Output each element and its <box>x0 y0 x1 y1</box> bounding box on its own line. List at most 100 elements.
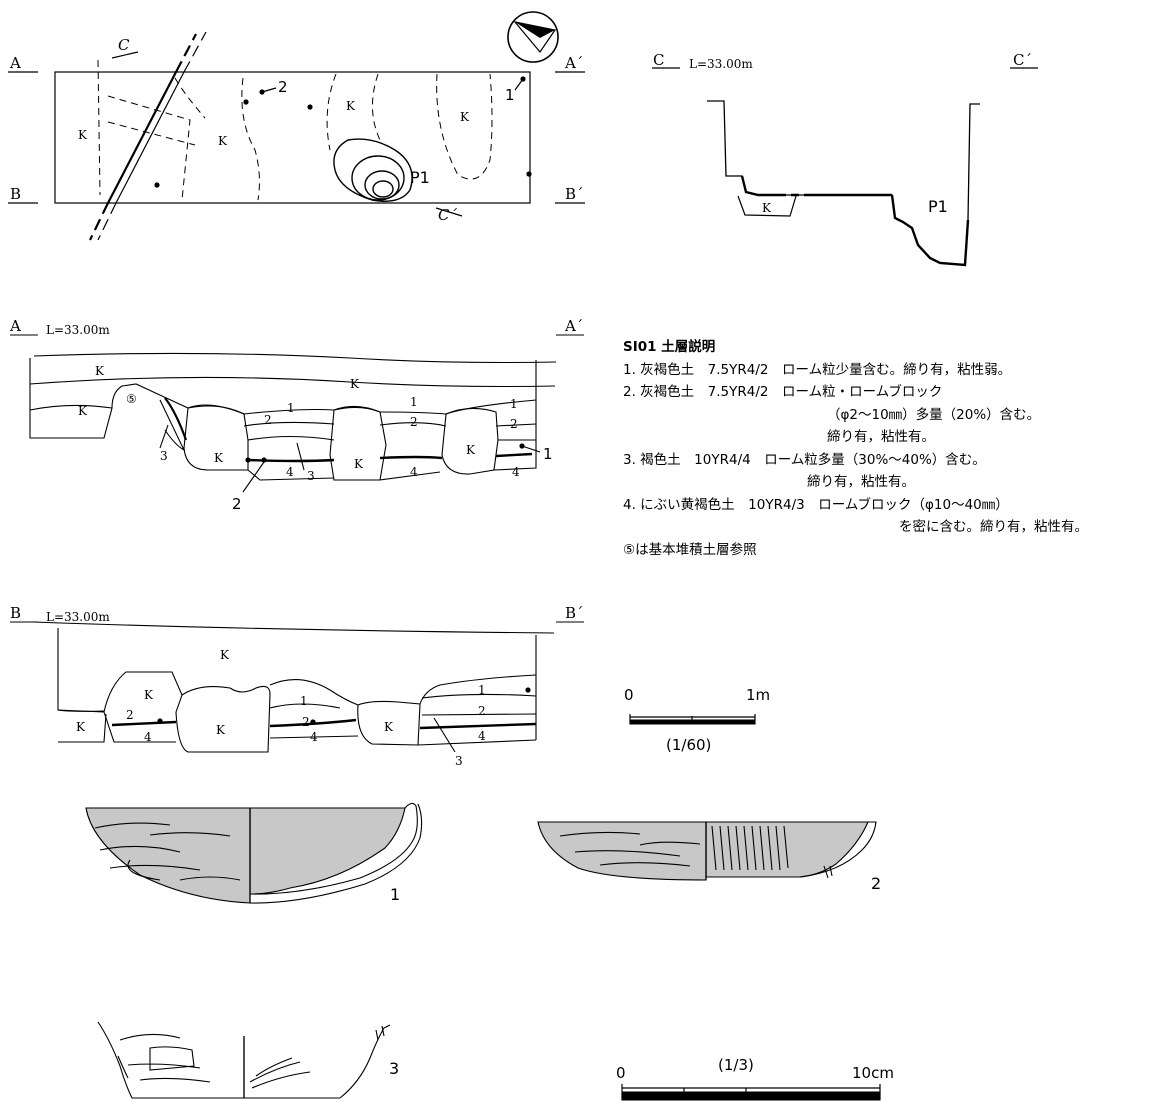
scale-bar-10cm <box>621 1084 881 1101</box>
section-b-layer-4b: 4 <box>310 730 318 744</box>
section-a-basic-layer: ⑤ <box>126 392 137 406</box>
scale-2-ratio: (1/3) <box>718 1056 754 1074</box>
legend-line-8: を密に含む。締り有，粘性有。 <box>899 519 1088 535</box>
plan-k-4: K <box>460 110 470 124</box>
plan-outline <box>54 71 531 204</box>
section-b-surface <box>33 621 555 634</box>
section-b-k-3: K <box>76 720 86 734</box>
section-a-find-2: 2 <box>232 495 242 513</box>
section-a-bold-boundary <box>247 452 533 463</box>
section-c-label-left: C <box>653 51 664 69</box>
plan-view <box>8 31 585 241</box>
section-b-layer-1a: 1 <box>300 694 308 708</box>
scale-1-max: 1m <box>746 686 770 704</box>
section-b-layer-1b: 1 <box>478 683 486 697</box>
plan-point-1-label: 1 <box>505 86 515 104</box>
plan-trench-ext-1 <box>175 33 197 73</box>
section-b-label-right: B´ <box>565 604 584 622</box>
section-c-profile <box>707 100 980 266</box>
section-a-k-5: K <box>354 457 364 471</box>
section-b-k-2: K <box>144 688 154 702</box>
legend-title: SI01 土層説明 <box>623 339 716 355</box>
plan-trench-line-2 <box>115 71 185 204</box>
section-b-finds <box>157 687 531 725</box>
section-a-k-3: K <box>78 404 88 418</box>
plan-trench-ext-2 <box>183 31 207 73</box>
plan-p1-label: P1 <box>410 168 430 187</box>
section-a-k-2: K <box>350 377 360 391</box>
section-a-k-4: K <box>214 451 224 465</box>
section-c-label-right: C´ <box>1013 51 1032 69</box>
section-a-layer-4c: 4 <box>512 465 520 479</box>
section-b-layer-2c: 2 <box>478 704 486 718</box>
section-a-k-6: K <box>466 443 476 457</box>
plan-label-b: B <box>10 185 21 203</box>
section-b-layer-4c: 4 <box>478 729 486 743</box>
section-b-k-1: K <box>220 648 230 662</box>
section-a-layer-1a: 1 <box>287 401 295 415</box>
plan-c-prime-line <box>435 207 463 217</box>
artifact-1-number: 1 <box>390 885 400 904</box>
legend-line-3: （φ2～10㎜）多量（20%）含む。 <box>827 406 1041 423</box>
artifact-1-drawing <box>85 802 423 904</box>
plan-label-b-prime: B´ <box>565 185 584 203</box>
section-c <box>652 67 1038 267</box>
section-b-layer-3: 3 <box>455 754 463 768</box>
plan-pit-p1 <box>333 138 413 202</box>
plan-dashed-features <box>97 59 493 201</box>
plan-trench-line-1 <box>107 71 177 204</box>
scale-2-zero: 0 <box>616 1064 626 1082</box>
section-b-bold-boundary <box>111 718 537 730</box>
section-c-k: K <box>762 201 772 215</box>
plan-trench-ext-3 <box>89 202 109 241</box>
plan-point-1-leader <box>514 78 524 91</box>
section-b-layer-4a: 4 <box>144 730 152 744</box>
section-b-elevation: L=33.00m <box>46 610 110 624</box>
north-arrow-icon <box>507 11 559 63</box>
soil-layer-legend: SI01 土層説明 1. 灰褐色土 7.5YR4/2 ローム粒少量含む。締り有，… <box>623 336 1153 561</box>
section-a-elevation: L=33.00m <box>46 323 110 337</box>
scale-1-ratio: (1/60) <box>666 736 711 754</box>
plan-c-line <box>111 51 139 59</box>
section-c-p1: P1 <box>928 197 948 216</box>
plan-label-c-prime: C´ <box>438 206 457 224</box>
artifact-3-number: 3 <box>389 1059 399 1078</box>
artifact-2-drawing <box>537 821 877 881</box>
section-a-layer-3a: 3 <box>160 449 168 463</box>
section-a-layer-2c: 2 <box>510 417 518 431</box>
plan-label-a: A <box>9 54 21 72</box>
section-a-label-right: A´ <box>564 317 583 335</box>
plan-label-c: C <box>118 36 130 54</box>
artifact-3-drawing <box>97 1021 391 1099</box>
section-b-k-5: K <box>384 720 394 734</box>
section-a-layer-4a: 4 <box>286 465 294 479</box>
legend-line-6: 締り有，粘性有。 <box>807 474 915 490</box>
plan-label-a-prime: A´ <box>564 54 583 72</box>
section-a-label-left: A <box>9 317 21 335</box>
section-a-k-1: K <box>95 364 105 378</box>
section-a-bold-edge <box>164 397 188 441</box>
legend-line-4: 締り有，粘性有。 <box>827 429 935 445</box>
plan-k-2: K <box>218 134 228 148</box>
scale-2-max: 10cm <box>852 1064 894 1082</box>
legend-line-2: 2. 灰褐色土 7.5YR4/2 ローム粒・ロームブロック <box>623 384 943 400</box>
section-a <box>10 334 584 493</box>
section-b <box>10 621 584 753</box>
plan-point-2-leader <box>261 87 277 93</box>
section-a-layer-2b: 2 <box>410 415 418 429</box>
section-a-layer-1b: 1 <box>410 395 418 409</box>
section-c-elevation: L=33.00m <box>689 57 753 71</box>
section-b-layer-2b: 2 <box>302 715 310 729</box>
plan-point-2-label: 2 <box>278 78 288 96</box>
legend-line-5: 3. 褐色土 10YR4/4 ローム粒多量（30%～40%）含む。 <box>623 451 986 468</box>
section-b-label-left: B <box>10 604 21 622</box>
section-b-k-4: K <box>216 723 226 737</box>
section-a-layer-4b: 4 <box>410 465 418 479</box>
section-a-finds <box>245 443 525 463</box>
section-a-layer-1c: 1 <box>510 397 518 411</box>
section-a-find-1: 1 <box>543 445 553 463</box>
legend-line-9: ⑤は基本堆積土層参照 <box>623 541 757 558</box>
section-b-layer-2a: 2 <box>126 708 134 722</box>
section-a-layer-3b: 3 <box>307 469 315 483</box>
